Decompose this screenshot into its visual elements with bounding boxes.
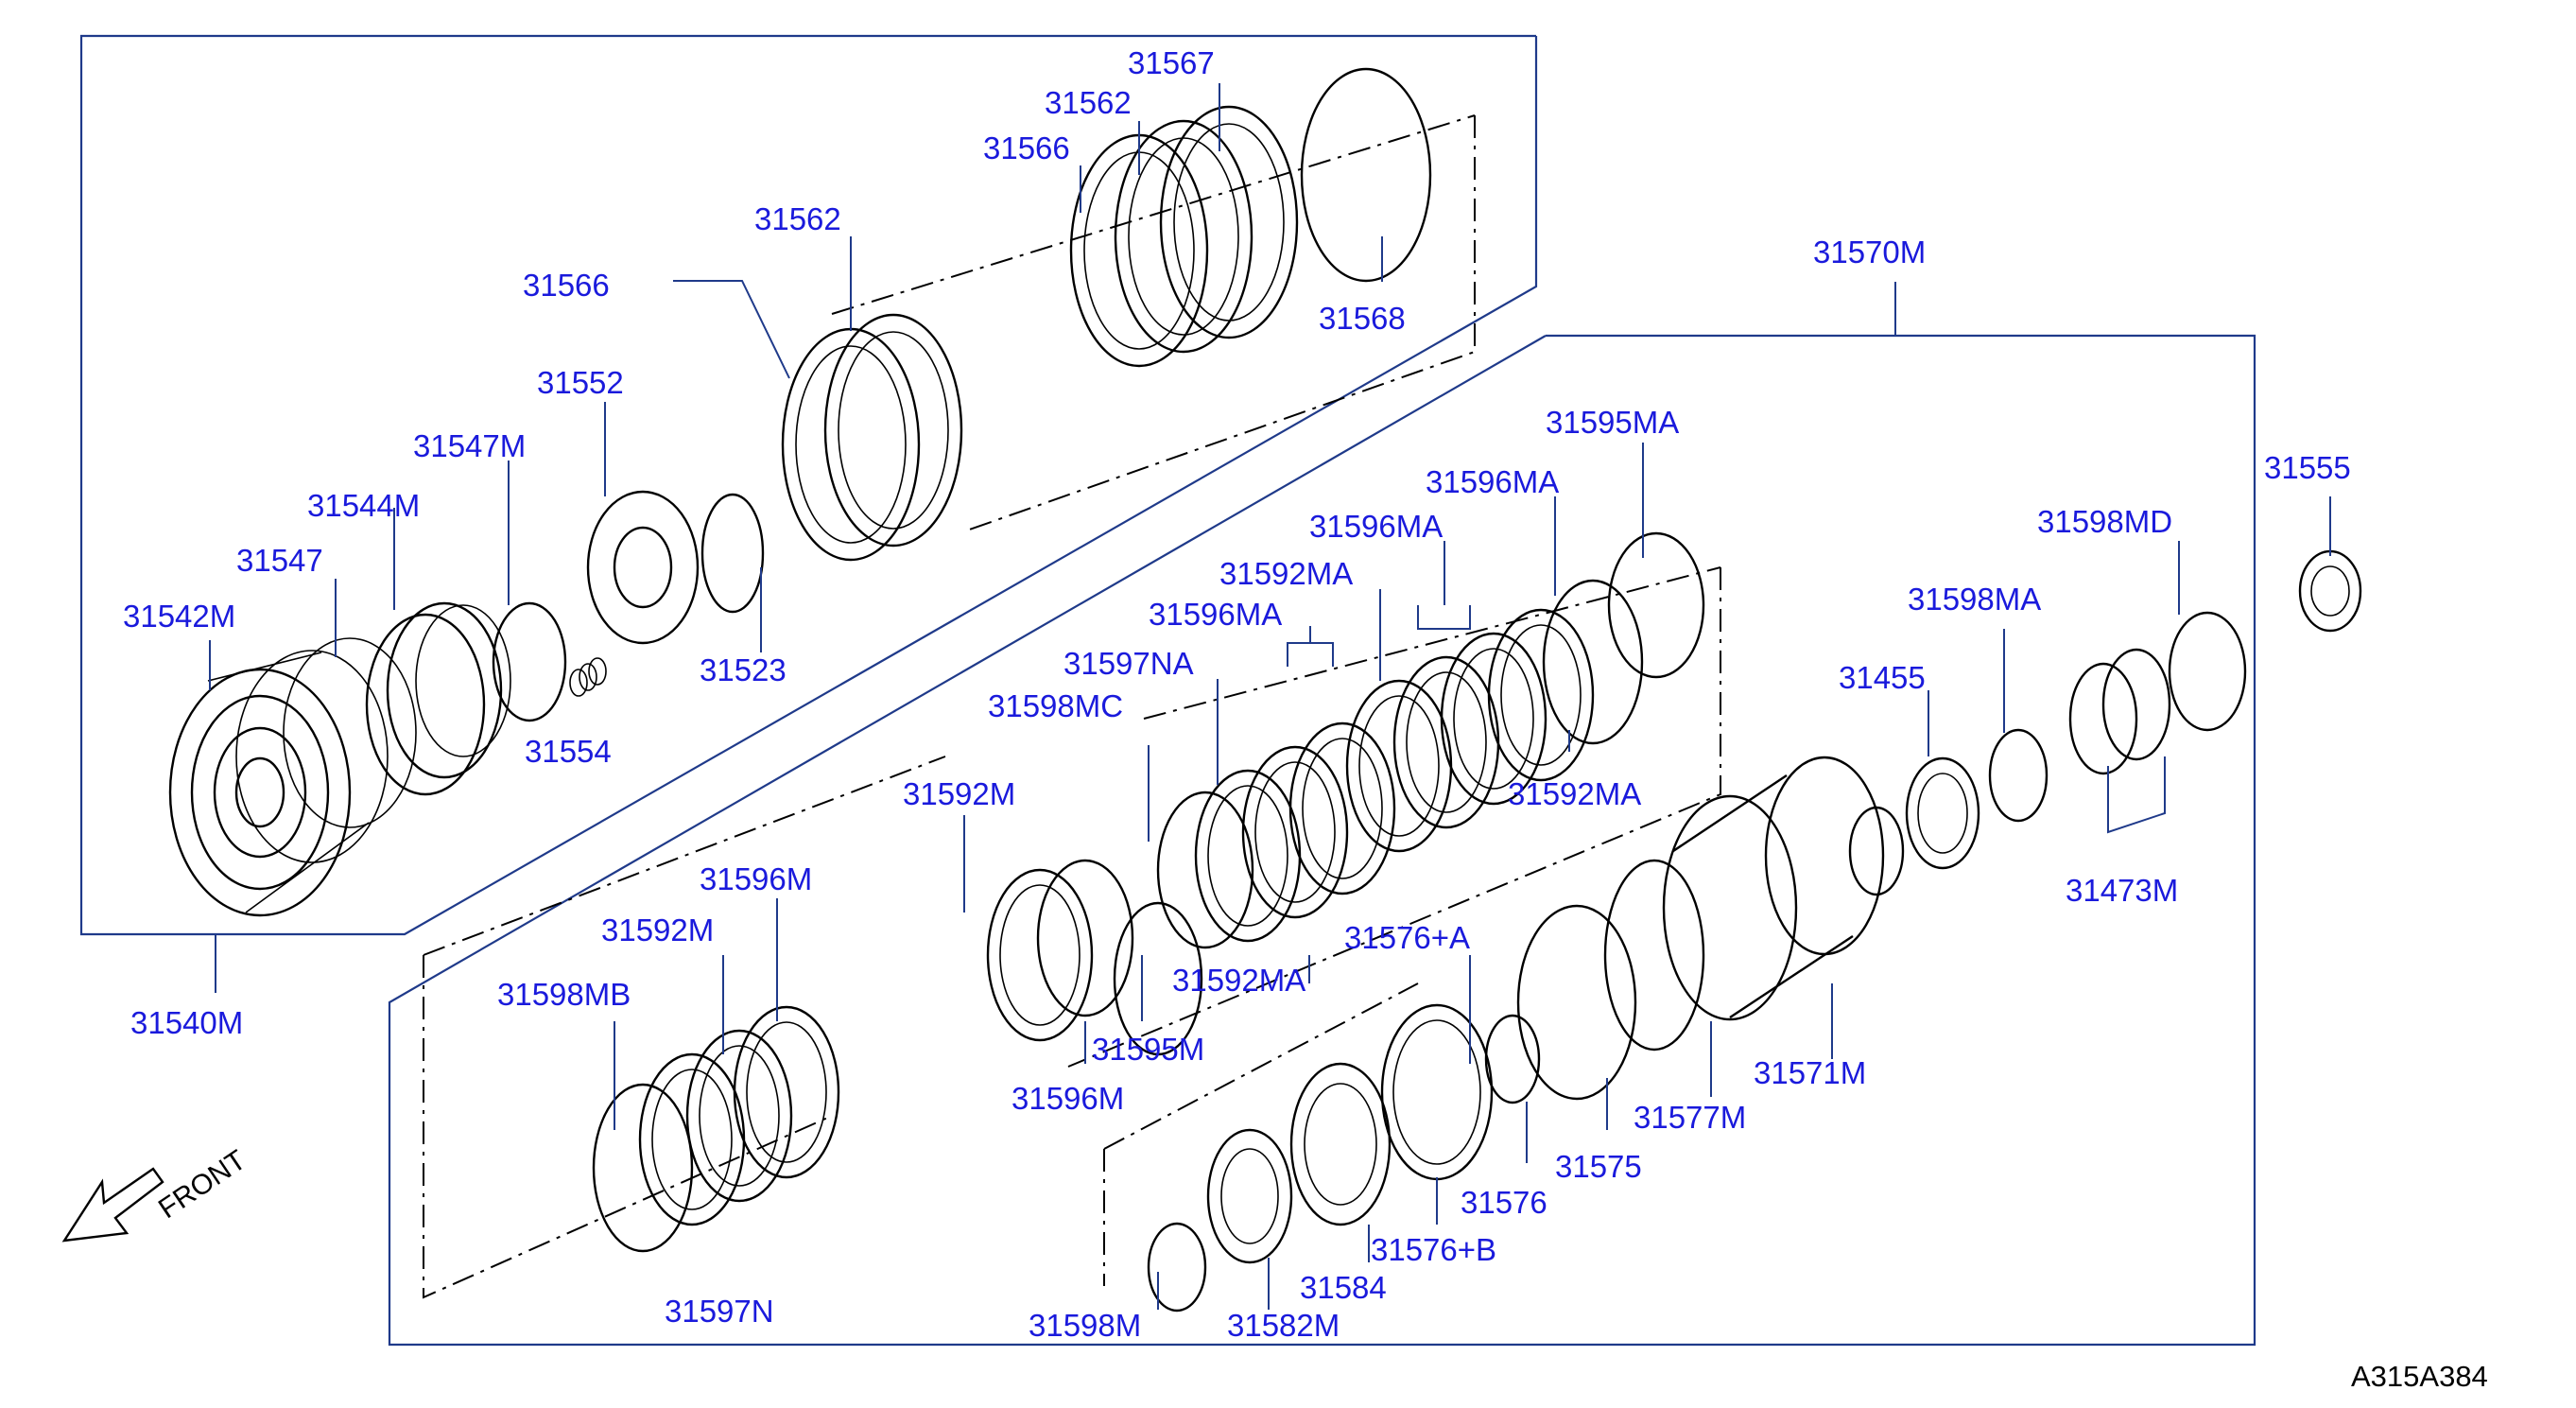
- frame-31540M: [79, 34, 1538, 936]
- label-31592M-1: 31592M: [903, 776, 1016, 811]
- label-31570M: 31570M: [1813, 235, 1927, 269]
- label-31598MD: 31598MD: [2037, 504, 2173, 539]
- label-31473M: 31473M: [2066, 873, 2179, 908]
- label-31567: 31567: [1128, 45, 1215, 80]
- label-31568: 31568: [1319, 301, 1406, 336]
- bearing-set-31473M: [1988, 549, 2362, 823]
- label-31596M-2: 31596M: [1011, 1081, 1125, 1116]
- label-31554: 31554: [525, 734, 612, 769]
- label-31598MA: 31598MA: [1908, 582, 2042, 617]
- label-31571M: 31571M: [1754, 1055, 1867, 1090]
- label-31584: 31584: [1300, 1270, 1387, 1305]
- drum-31542M: [168, 637, 417, 917]
- label-31582M: 31582M: [1227, 1308, 1340, 1343]
- label-31597NA: 31597NA: [1063, 646, 1194, 681]
- label-31596MA-2: 31596MA: [1309, 509, 1444, 544]
- label-31577M: 31577M: [1634, 1100, 1747, 1135]
- diagram-code: A315A384: [2351, 1360, 2488, 1393]
- label-31592MA-1: 31592MA: [1219, 556, 1354, 591]
- label-31566-top: 31566: [983, 130, 1070, 165]
- shaft-31571M: [1662, 756, 1980, 1021]
- label-31562-mid: 31562: [754, 201, 841, 236]
- clutch-pack-upper: [1156, 531, 1705, 949]
- label-31566-mid: 31566: [523, 268, 610, 303]
- label-31595MA: 31595MA: [1546, 405, 1680, 440]
- dash-envelope-middle: [1067, 567, 1721, 1068]
- label-31596MA-1: 31596MA: [1426, 464, 1560, 499]
- dash-envelope-top: [963, 115, 1476, 532]
- label-31598M: 31598M: [1029, 1308, 1142, 1343]
- label-31552: 31552: [537, 365, 624, 400]
- spring-31554: [569, 657, 607, 697]
- dash-envelope-lower-left: [423, 955, 833, 1299]
- label-31598MC: 31598MC: [988, 688, 1124, 723]
- label-31540M: 31540M: [130, 1005, 244, 1040]
- label-31576A: 31576+A: [1344, 920, 1471, 955]
- label-31595M: 31595M: [1092, 1032, 1205, 1067]
- label-31592MA-2: 31592MA: [1508, 776, 1642, 811]
- label-31547: 31547: [236, 543, 323, 578]
- label-31576B: 31576+B: [1371, 1232, 1497, 1267]
- label-31598MB: 31598MB: [497, 977, 631, 1012]
- plate-31552: [586, 490, 700, 645]
- label-31455: 31455: [1839, 660, 1926, 695]
- label-31542M: 31542M: [123, 599, 236, 634]
- leader-lines: [209, 83, 2331, 1310]
- label-31597N: 31597N: [665, 1294, 774, 1329]
- label-31596M-1: 31596M: [700, 861, 813, 896]
- label-31562-top: 31562: [1045, 85, 1132, 120]
- label-31555: 31555: [2264, 450, 2351, 485]
- front-arrow: [61, 1167, 164, 1243]
- label-31576: 31576: [1461, 1185, 1547, 1220]
- clutch-pack-lower: [592, 859, 1203, 1253]
- frame-31570M: [388, 334, 2256, 1347]
- label-31547M: 31547M: [413, 428, 527, 463]
- label-31544M: 31544M: [307, 488, 421, 523]
- label-31592M-2: 31592M: [601, 913, 715, 947]
- label-31575: 31575: [1555, 1149, 1642, 1184]
- piston-31544M: [365, 601, 567, 796]
- clutch-plates-31562-31566: [781, 105, 1299, 562]
- label-31523: 31523: [700, 652, 787, 687]
- label-31596MA-3: 31596MA: [1149, 597, 1283, 632]
- label-31592MA-3: 31592MA: [1172, 963, 1306, 998]
- snap-ring-31523: [700, 493, 765, 614]
- snap-ring-31568: [1300, 67, 1432, 283]
